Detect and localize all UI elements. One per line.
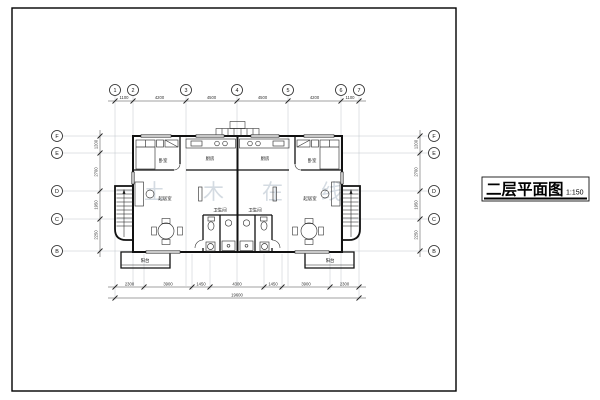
stair-treads <box>116 189 133 237</box>
grid-lines <box>63 96 428 300</box>
sofa-symbol <box>134 181 203 207</box>
svg-text:1100: 1100 <box>119 95 129 100</box>
svg-text:1950: 1950 <box>94 200 99 210</box>
svg-text:C: C <box>432 217 436 223</box>
title-block: 二层平面图 1:150 <box>481 176 590 202</box>
axis-bubble-top-6: 6 <box>335 84 347 96</box>
svg-text:1100: 1100 <box>345 95 355 100</box>
sheet-scale: 1:150 <box>566 190 584 197</box>
dimension-line-top: 1100 4200 4500 4500 4200 1100 <box>108 95 366 104</box>
svg-text:F: F <box>55 134 59 140</box>
axis-bubble-top-2: 2 <box>127 84 139 96</box>
svg-text:2250: 2250 <box>94 230 99 240</box>
room-label-living-left: 起居室 <box>158 195 172 202</box>
balcony-outline <box>120 251 171 269</box>
svg-text:2700: 2700 <box>94 167 99 177</box>
title-box <box>481 176 590 202</box>
bed-symbol <box>135 139 156 170</box>
svg-text:1450: 1450 <box>196 281 206 286</box>
svg-text:F: F <box>432 134 436 140</box>
svg-text:4500: 4500 <box>207 95 217 100</box>
svg-text:D: D <box>432 189 436 195</box>
dimension-line-bottom: 2300 3900 1450 4300 1450 3900 2300 19600 <box>108 281 366 301</box>
svg-text:2700: 2700 <box>413 167 418 177</box>
kitchen-counter-symbol <box>185 138 236 149</box>
svg-text:4200: 4200 <box>155 95 165 100</box>
sheet-title: 二层平面图 <box>486 181 564 199</box>
svg-text:1450: 1450 <box>268 281 278 286</box>
axis-bubble-left-E: E <box>51 147 63 159</box>
axis-bubble-top-4: 4 <box>231 84 243 96</box>
svg-text:3: 3 <box>185 88 188 94</box>
svg-text:2300: 2300 <box>340 281 350 286</box>
svg-text:6: 6 <box>340 88 343 94</box>
svg-text:3900: 3900 <box>301 281 311 286</box>
dimension-line-right: 1200 2700 1950 2250 <box>413 130 423 257</box>
axis-bubble-top-3: 3 <box>180 84 192 96</box>
svg-text:2250: 2250 <box>413 230 418 240</box>
room-label-bedroom-right: 卧室 <box>308 157 317 164</box>
svg-text:19600: 19600 <box>231 292 243 297</box>
svg-text:B: B <box>432 249 436 255</box>
svg-text:1950: 1950 <box>413 200 418 210</box>
axis-bubble-right-C: C <box>428 213 440 225</box>
svg-text:1200: 1200 <box>94 139 99 149</box>
svg-text:B: B <box>55 249 59 255</box>
svg-text:E: E <box>55 151 59 157</box>
building-plan: 卧室 厨房 起居室 卫生间 阳台 卧室 厨房 起居室 卫生间 阳台 <box>114 121 361 269</box>
window-symbols <box>131 134 225 254</box>
drawing-border <box>11 7 457 392</box>
nightstand-symbol <box>156 139 164 148</box>
svg-text:D: D <box>55 189 59 195</box>
room-label-balcony-left: 阳台 <box>141 257 150 264</box>
room-label-bath-right: 卫生间 <box>248 207 261 214</box>
axis-bubble-top-5: 5 <box>282 84 294 96</box>
room-label-kitchen-right: 厨房 <box>261 155 270 162</box>
room-label-balcony-right: 阳台 <box>326 257 335 264</box>
svg-text:4300: 4300 <box>232 281 242 286</box>
axis-bubble-left-C: C <box>51 213 63 225</box>
room-label-bedroom-left: 卧室 <box>159 157 168 164</box>
axis-bubble-top-1: 1 <box>109 84 121 96</box>
svg-text:1: 1 <box>114 88 117 94</box>
unit-left-plan <box>114 134 238 269</box>
axis-bubble-left-B: B <box>51 245 63 257</box>
axis-bubble-left-D: D <box>51 185 63 197</box>
wardrobe-symbol <box>164 139 179 148</box>
axis-bubble-right-B: B <box>428 245 440 257</box>
svg-text:2: 2 <box>132 88 135 94</box>
axis-bubble-right-F: F <box>428 130 440 142</box>
room-label-living-right: 起居室 <box>303 195 317 202</box>
svg-text:4200: 4200 <box>310 95 320 100</box>
dining-table-symbol <box>151 218 183 245</box>
svg-text:5: 5 <box>287 88 290 94</box>
bathroom-fixtures <box>205 216 236 252</box>
room-label-kitchen-left: 厨房 <box>206 155 215 162</box>
axis-bubble-right-E: E <box>428 147 440 159</box>
room-label-bath-left: 卫生间 <box>213 207 226 214</box>
dimension-line-left: 1200 2700 1950 2250 <box>94 130 103 257</box>
svg-text:E: E <box>432 151 436 157</box>
axis-bubble-right-D: D <box>428 185 440 197</box>
svg-text:3900: 3900 <box>163 281 173 286</box>
watermark-text: 土木在线 <box>144 181 380 204</box>
svg-text:7: 7 <box>358 88 361 94</box>
svg-text:4500: 4500 <box>258 95 268 100</box>
entrance-canopy <box>215 121 260 137</box>
svg-text:2300: 2300 <box>125 281 135 286</box>
svg-text:C: C <box>55 217 59 223</box>
svg-text:4: 4 <box>236 88 239 94</box>
axis-bubble-left-F: F <box>51 130 63 142</box>
axis-bubble-top-7: 7 <box>353 84 365 96</box>
svg-text:1200: 1200 <box>413 139 418 149</box>
